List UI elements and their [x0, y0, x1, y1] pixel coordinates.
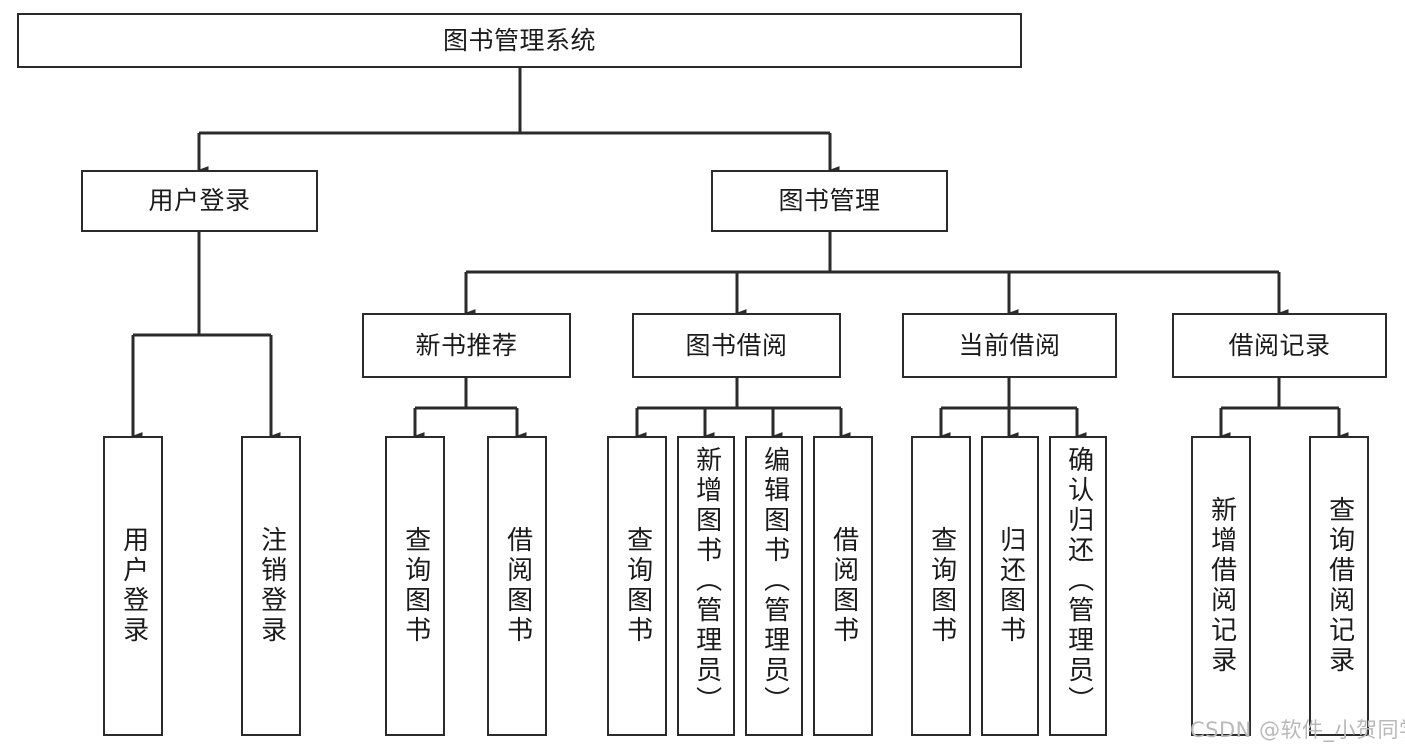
node-book-manage-label: 图书管理 — [778, 186, 881, 216]
node-leaf-edit-book[interactable]: 编辑图书（管理员） — [745, 436, 803, 736]
node-new-book-recommend-label: 新书推荐 — [415, 330, 518, 360]
node-current-borrow[interactable]: 当前借阅 — [902, 313, 1117, 378]
node-leaf-borrow-book-2-label: 借阅图书 — [828, 526, 859, 646]
node-leaf-add-book[interactable]: 新增图书（管理员） — [677, 436, 735, 736]
node-leaf-query-book-2-label: 查询图书 — [622, 526, 653, 646]
node-borrow-record[interactable]: 借阅记录 — [1172, 313, 1387, 378]
node-book-borrow[interactable]: 图书借阅 — [632, 313, 841, 378]
node-new-book-recommend[interactable]: 新书推荐 — [362, 313, 571, 378]
node-leaf-add-book-label: 新增图书（管理员） — [691, 446, 722, 716]
node-leaf-confirm-return-label: 确认归还（管理员） — [1063, 446, 1094, 716]
node-leaf-query-record-label: 查询借阅记录 — [1324, 496, 1355, 676]
node-leaf-query-book-3-label: 查询图书 — [926, 526, 957, 646]
node-user-login-label: 用户登录 — [148, 186, 251, 216]
csdn-watermark: CSDN @软件_小贺同学 — [1190, 718, 1405, 742]
node-book-borrow-label: 图书借阅 — [685, 330, 788, 360]
node-leaf-logout[interactable]: 注销登录 — [241, 436, 301, 736]
node-current-borrow-label: 当前借阅 — [958, 330, 1061, 360]
node-leaf-confirm-return[interactable]: 确认归还（管理员） — [1049, 436, 1107, 736]
node-root[interactable]: 图书管理系统 — [17, 13, 1022, 68]
node-root-label: 图书管理系统 — [442, 25, 596, 55]
node-leaf-edit-book-label: 编辑图书（管理员） — [759, 446, 790, 716]
node-leaf-query-book-1-label: 查询图书 — [400, 526, 431, 646]
node-leaf-add-record[interactable]: 新增借阅记录 — [1191, 436, 1251, 736]
node-leaf-borrow-book-2[interactable]: 借阅图书 — [813, 436, 873, 736]
node-leaf-query-book-1[interactable]: 查询图书 — [385, 436, 445, 736]
node-leaf-user-login-label: 用户登录 — [118, 526, 149, 646]
node-leaf-borrow-book-1-label: 借阅图书 — [502, 526, 533, 646]
node-leaf-query-record[interactable]: 查询借阅记录 — [1309, 436, 1369, 736]
node-leaf-query-book-2[interactable]: 查询图书 — [607, 436, 667, 736]
node-leaf-return-book[interactable]: 归还图书 — [981, 436, 1039, 736]
node-leaf-user-login[interactable]: 用户登录 — [103, 436, 163, 736]
node-leaf-logout-label: 注销登录 — [256, 526, 287, 646]
node-book-manage[interactable]: 图书管理 — [711, 170, 948, 232]
node-leaf-borrow-book-1[interactable]: 借阅图书 — [487, 436, 547, 736]
node-leaf-return-book-label: 归还图书 — [995, 526, 1026, 646]
node-user-login[interactable]: 用户登录 — [81, 170, 318, 232]
node-leaf-add-record-label: 新增借阅记录 — [1206, 496, 1237, 676]
node-borrow-record-label: 借阅记录 — [1228, 330, 1331, 360]
node-leaf-query-book-3[interactable]: 查询图书 — [911, 436, 971, 736]
